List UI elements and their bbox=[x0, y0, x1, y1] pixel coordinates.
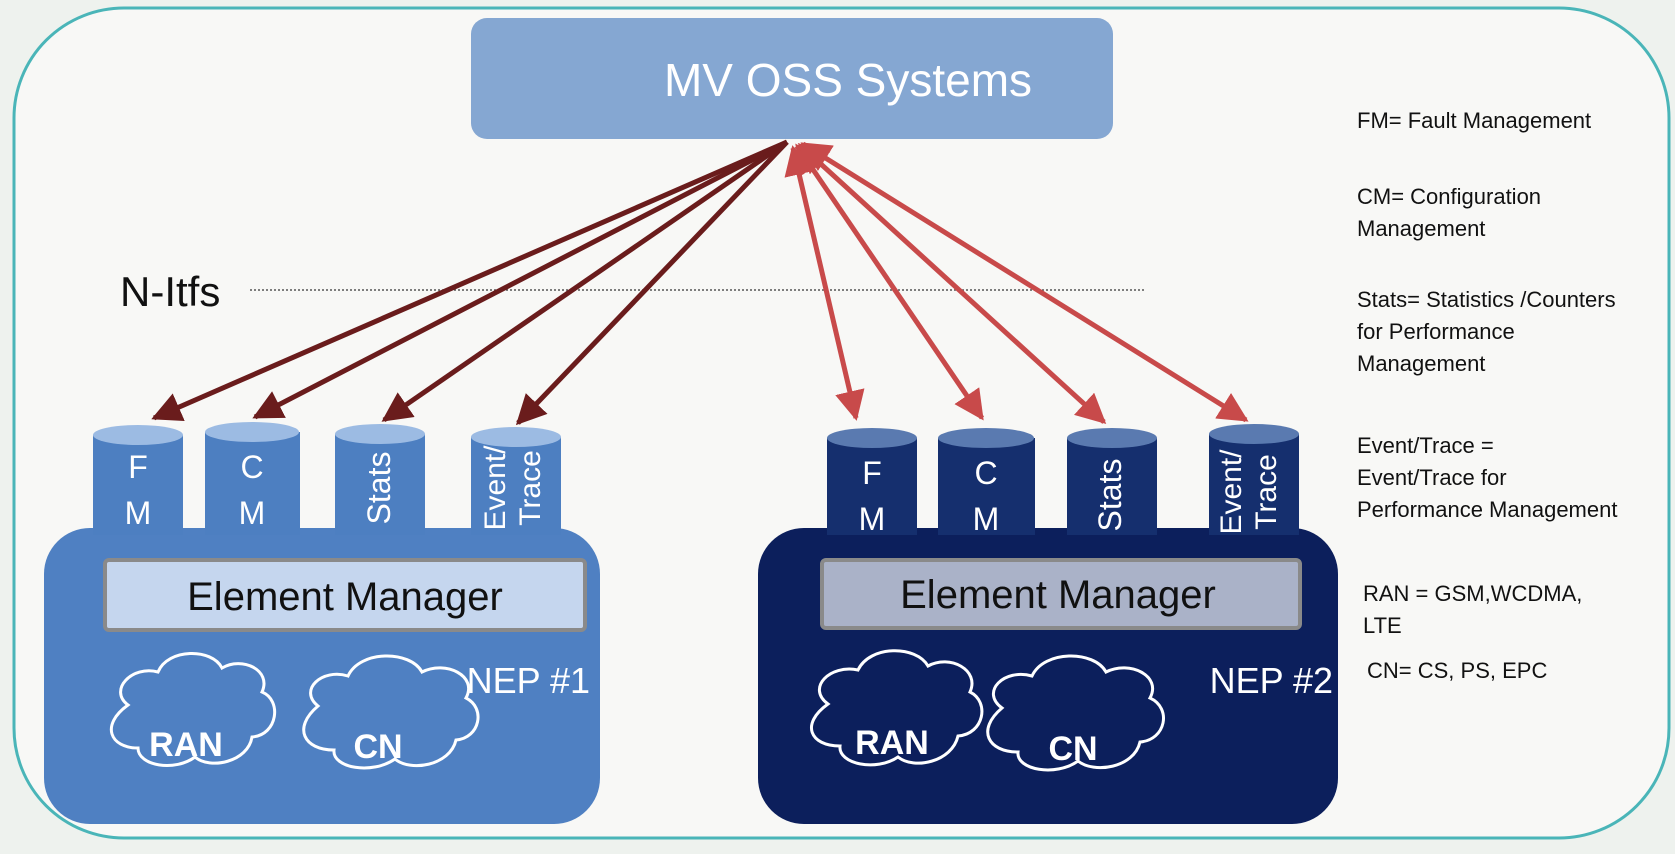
nep2-db-cm-line1: C bbox=[974, 455, 997, 491]
nep2-cloud-ran: RAN bbox=[810, 649, 984, 767]
arrow-oss-nep1-fm bbox=[151, 139, 788, 421]
n-itfs-label: N-Itfs bbox=[120, 268, 220, 315]
nep1-db-fm: F M bbox=[93, 425, 183, 535]
nep2-db-stats: Stats bbox=[1067, 428, 1157, 535]
legend-stats-line1: Stats= Statistics /Counters bbox=[1357, 287, 1616, 312]
legend-ran-line1: RAN = GSM,WCDMA, bbox=[1363, 581, 1583, 606]
arrow-oss-nep1-stats bbox=[381, 139, 789, 423]
nep1-cloud-ran: RAN bbox=[109, 652, 277, 767]
nep2-db-fm: F M bbox=[827, 428, 917, 537]
legend-cn-line: CN= CS, PS, EPC bbox=[1367, 658, 1548, 683]
nep2-cloud-cn-label: CN bbox=[1048, 730, 1097, 768]
legend-event-line2: Event/Trace for bbox=[1357, 465, 1507, 490]
nep2-cloud-cn: CN bbox=[986, 654, 1165, 772]
nep1-db-event-trace: Event/ Trace bbox=[471, 427, 561, 535]
nep1-label: NEP #1 bbox=[467, 660, 590, 701]
arrow-oss-nep1-event bbox=[515, 140, 789, 426]
nep1-group: F M C M Stats Event/ Trace Element Manag… bbox=[44, 422, 600, 824]
legend-ran-line2: LTE bbox=[1363, 613, 1402, 638]
nep1-db-fm-line1: F bbox=[128, 449, 148, 485]
nep2-element-manager-box bbox=[820, 558, 1302, 630]
nep1-db-fm-line2: M bbox=[125, 495, 152, 531]
nep1-arrows bbox=[151, 139, 789, 426]
legend-event-line1: Event/Trace = bbox=[1357, 433, 1494, 458]
legend-cn: CN= CS, PS, EPC bbox=[1367, 655, 1675, 687]
nep2-db-fm-line1: F bbox=[862, 455, 882, 491]
nep2-db-event-line2: Trace bbox=[1250, 454, 1283, 530]
legend-stats-line3: Management bbox=[1357, 351, 1486, 376]
legend-stats: Stats= Statistics /Counters for Performa… bbox=[1357, 284, 1675, 380]
nep2-db-event-line1: Event/ bbox=[1215, 449, 1248, 535]
nep1-cloud-cn: CN bbox=[302, 654, 480, 770]
nep1-element-manager-box bbox=[103, 558, 587, 632]
nep2-db-event-trace: Event/ Trace bbox=[1209, 424, 1299, 535]
nep1-db-cm-line1: C bbox=[240, 449, 263, 485]
legend-cm-line1: CM= Configuration bbox=[1357, 184, 1542, 209]
nep2-element-manager-label: Element Manager bbox=[900, 573, 1216, 617]
nep1-element-manager-label: Element Manager bbox=[187, 575, 503, 619]
arrow-oss-nep2-event bbox=[800, 141, 1249, 423]
legend-ran: RAN = GSM,WCDMA, LTE bbox=[1363, 578, 1675, 642]
nep1-cloud-cn-label: CN bbox=[353, 728, 402, 766]
nep2-db-cm-line2: M bbox=[973, 501, 1000, 537]
legend-fm: FM= Fault Management bbox=[1357, 105, 1675, 137]
nep2-arrows bbox=[784, 141, 1249, 425]
nep1-cloud-ran-label: RAN bbox=[149, 726, 223, 764]
nep1-db-stats-label: Stats bbox=[361, 452, 397, 525]
legend-stats-line2: for Performance bbox=[1357, 319, 1515, 344]
legend-cm: CM= Configuration Management bbox=[1357, 181, 1675, 245]
legend-event-line3: Performance Management bbox=[1357, 497, 1618, 522]
nep2-label: NEP #2 bbox=[1210, 660, 1333, 701]
nep2-db-stats-label: Stats bbox=[1092, 459, 1128, 532]
oss-systems-box: MV OSS Systems bbox=[471, 18, 1113, 139]
legend-cm-line2: Management bbox=[1357, 216, 1486, 241]
nep1-db-event-line1: Event/ bbox=[479, 445, 512, 531]
nep2-db-cm: C M bbox=[938, 428, 1035, 537]
nep2-group: F M C M Stats Event/ Trace Element Manag… bbox=[758, 424, 1338, 824]
arrow-oss-nep1-cm bbox=[252, 139, 789, 420]
nep2-db-fm-line2: M bbox=[859, 501, 886, 537]
nep1-db-stats: Stats bbox=[335, 424, 425, 535]
nep1-db-cm-line2: M bbox=[239, 495, 266, 531]
legend-fm-line: FM= Fault Management bbox=[1357, 108, 1592, 133]
oss-title: MV OSS Systems bbox=[664, 54, 1032, 106]
nep2-cloud-ran-label: RAN bbox=[855, 724, 929, 762]
legend-event-trace: Event/Trace = Event/Trace for Performanc… bbox=[1357, 430, 1675, 526]
nep1-db-event-line2: Trace bbox=[514, 450, 547, 526]
nep1-db-cm: C M bbox=[205, 422, 300, 535]
